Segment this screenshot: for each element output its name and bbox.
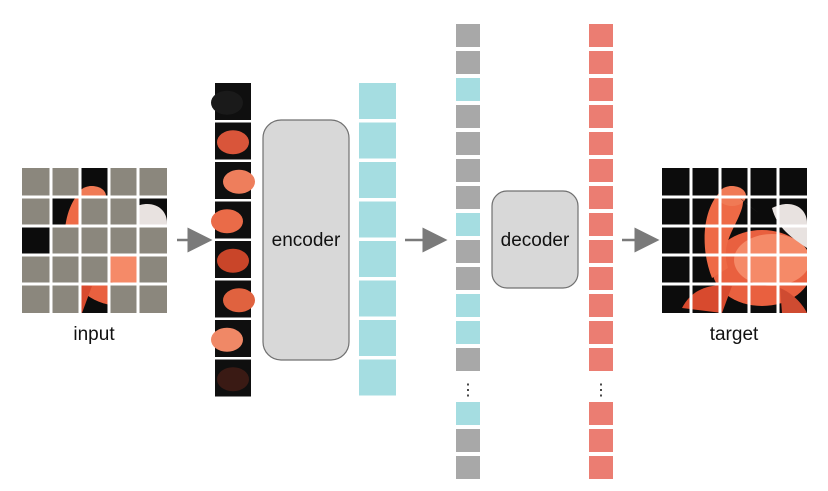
- decoder-input-tokens: ⋮: [456, 24, 480, 479]
- mask-token: [456, 240, 480, 263]
- visible-token: [456, 294, 480, 317]
- decoder-output-token: [589, 105, 613, 128]
- masked-patch: [80, 255, 109, 284]
- masked-patch: [22, 197, 51, 226]
- visible-patch: [217, 248, 249, 273]
- masked-patch: [51, 226, 80, 255]
- decoder-output-token: [589, 348, 613, 371]
- ellipsis: ⋮: [460, 382, 476, 399]
- mask-token: [456, 159, 480, 182]
- decoder-output-token: [589, 456, 613, 479]
- decoder-output-token: [589, 78, 613, 101]
- encoder-token: [359, 320, 396, 356]
- decoder-output-token: [589, 294, 613, 317]
- masked-patch: [109, 284, 138, 313]
- visible-patch: [217, 130, 249, 155]
- encoder-label: encoder: [272, 230, 341, 251]
- visible-patch: [211, 90, 243, 115]
- masked-patch: [138, 284, 167, 313]
- decoder-output-token: [589, 186, 613, 209]
- masked-patch: [22, 168, 51, 197]
- visible-patch: [223, 169, 255, 194]
- decoder-label: decoder: [501, 230, 570, 251]
- decoder-output-token: [589, 429, 613, 452]
- decoder-output-token: [589, 267, 613, 290]
- ellipsis: ⋮: [593, 382, 609, 399]
- mask-token: [456, 186, 480, 209]
- decoder-output-token: [589, 240, 613, 263]
- masked-patch: [80, 226, 109, 255]
- encoder-token: [359, 122, 396, 159]
- masked-patch: [109, 168, 138, 197]
- visible-patch: [223, 288, 255, 313]
- mask-token: [456, 267, 480, 290]
- masked-patch: [109, 226, 138, 255]
- encoder-output-tokens: [359, 83, 396, 396]
- input-label: input: [73, 324, 115, 345]
- visible-token: [456, 321, 480, 344]
- encoder-token: [359, 280, 396, 317]
- decoder-output-token: [589, 321, 613, 344]
- encoder-token: [359, 162, 396, 198]
- encoder-token: [359, 83, 396, 119]
- mask-token: [456, 132, 480, 155]
- visible-patch: [211, 327, 243, 352]
- encoder-token: [359, 241, 396, 277]
- encoder-token: [359, 201, 396, 238]
- visible-patch: [211, 209, 243, 234]
- target-image: [662, 168, 807, 313]
- visible-patches-column: [211, 83, 255, 397]
- decoder-output-token: [589, 51, 613, 74]
- masked-patch: [22, 284, 51, 313]
- encoder-token: [359, 359, 396, 396]
- encoder-box: [262, 119, 350, 361]
- decoder-output-token: [589, 132, 613, 155]
- decoder-output-token: [589, 159, 613, 182]
- target-label: target: [710, 324, 759, 345]
- mask-token: [456, 51, 480, 74]
- decoder-output-tokens: ⋮: [589, 24, 613, 479]
- visible-token: [456, 402, 480, 425]
- masked-patch: [138, 226, 167, 255]
- mask-token: [456, 348, 480, 371]
- input-image: [22, 168, 167, 313]
- mask-token: [456, 105, 480, 128]
- decoder-output-token: [589, 24, 613, 47]
- mask-token: [456, 456, 480, 479]
- masked-patch: [109, 197, 138, 226]
- mask-token: [456, 24, 480, 47]
- masked-patch: [80, 197, 109, 226]
- visible-token: [456, 213, 480, 236]
- decoder-output-token: [589, 402, 613, 425]
- masked-patch: [51, 168, 80, 197]
- masked-patch: [138, 255, 167, 284]
- input-mask-layer: [22, 168, 167, 313]
- masked-patch: [51, 284, 80, 313]
- visible-patch: [217, 367, 249, 392]
- target-grid-lines: [662, 168, 807, 313]
- decoder-box: [491, 190, 579, 289]
- input-grid-lines: [22, 168, 167, 313]
- masked-patch: [51, 255, 80, 284]
- visible-token: [456, 78, 480, 101]
- masked-patch: [138, 168, 167, 197]
- mask-token: [456, 429, 480, 452]
- decoder-output-token: [589, 213, 613, 236]
- masked-patch: [22, 255, 51, 284]
